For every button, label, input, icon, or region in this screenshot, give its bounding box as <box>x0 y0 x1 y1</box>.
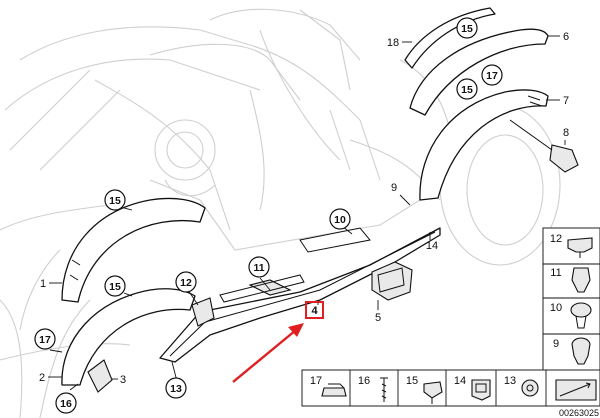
svg-text:18: 18 <box>387 37 399 49</box>
svg-text:15: 15 <box>109 281 121 293</box>
part-2-wheel-arch <box>61 288 196 386</box>
callout-18: 18 <box>387 37 399 49</box>
svg-text:16: 16 <box>60 398 72 410</box>
svg-text:15: 15 <box>109 195 121 207</box>
callout-14: 14 <box>426 240 438 252</box>
callout-15-mid: 15 <box>456 78 478 100</box>
svg-text:17: 17 <box>39 334 51 346</box>
legend-item-17: 17 <box>310 375 322 387</box>
legend-item-16: 16 <box>358 375 370 387</box>
legend-item-13: 13 <box>504 375 516 387</box>
part-4-side-sill <box>159 227 441 363</box>
callout-15-top: 15 <box>456 17 478 39</box>
legend-item-11: 11 <box>550 267 561 279</box>
svg-text:7: 7 <box>563 95 569 107</box>
callout-5: 5 <box>375 312 381 324</box>
svg-text:1: 1 <box>40 278 46 290</box>
callout-10: 10 <box>329 208 351 230</box>
screw-16-icon <box>380 377 388 402</box>
callout-7: 7 <box>563 95 569 107</box>
washer-13-icon <box>521 379 539 397</box>
part-18-trim-strip <box>404 7 496 69</box>
doc-number: 00263025 <box>559 408 599 418</box>
part-1-wheel-arch <box>61 197 206 303</box>
svg-text:5: 5 <box>375 312 381 324</box>
callout-1: 1 <box>40 278 46 290</box>
callout-8: 8 <box>563 127 569 139</box>
svg-text:15: 15 <box>461 84 473 96</box>
callout-12: 12 <box>175 271 197 293</box>
callout-15-front-low: 15 <box>104 275 126 297</box>
side-fastener-legend: 12 11 10 9 <box>542 227 600 371</box>
svg-text:4: 4 <box>311 305 318 317</box>
callout-17-top: 17 <box>481 64 503 86</box>
legend-item-12: 12 <box>550 233 562 245</box>
callout-15-front-top: 15 <box>104 189 126 211</box>
svg-text:9: 9 <box>391 182 397 194</box>
svg-text:12: 12 <box>180 277 192 289</box>
callout-2: 2 <box>39 372 45 384</box>
clip-9-icon <box>571 337 591 365</box>
red-arrow-pointer <box>232 323 304 383</box>
legend-item-10: 10 <box>550 302 562 314</box>
callout-9: 9 <box>391 182 397 194</box>
svg-text:11: 11 <box>253 262 264 274</box>
svg-text:10: 10 <box>334 214 346 226</box>
svg-text:13: 13 <box>170 383 182 395</box>
part-7-wheel-arch <box>419 89 549 201</box>
callout-16: 16 <box>55 392 77 414</box>
callout-3: 3 <box>120 374 126 386</box>
callout-13: 13 <box>165 377 187 399</box>
svg-text:6: 6 <box>563 31 569 43</box>
clip-15-icon <box>423 381 443 399</box>
clip-10-icon <box>570 302 592 318</box>
legend-item-9: 9 <box>553 338 559 350</box>
callout-17-front: 17 <box>34 328 56 350</box>
legend-item-15: 15 <box>406 375 418 387</box>
svg-text:8: 8 <box>563 127 569 139</box>
legend-item-14: 14 <box>454 375 466 387</box>
svg-text:14: 14 <box>426 240 438 252</box>
part-8-clip <box>549 144 579 173</box>
clip-12-icon <box>567 237 593 253</box>
svg-text:15: 15 <box>461 23 473 35</box>
bottom-fastener-legend: 17 16 15 14 13 <box>301 369 600 407</box>
clip-11-icon <box>571 267 591 293</box>
nut-17-icon <box>321 387 347 397</box>
svg-text:2: 2 <box>39 372 45 384</box>
clip-14-icon <box>471 379 491 401</box>
callout-11: 11 <box>248 256 270 278</box>
part-6-wheel-arch <box>409 28 549 116</box>
part-3-bracket <box>87 359 113 393</box>
svg-text:17: 17 <box>486 70 498 82</box>
callout-4-highlighted: 4 <box>305 301 324 319</box>
callout-6: 6 <box>563 31 569 43</box>
svg-text:3: 3 <box>120 374 126 386</box>
